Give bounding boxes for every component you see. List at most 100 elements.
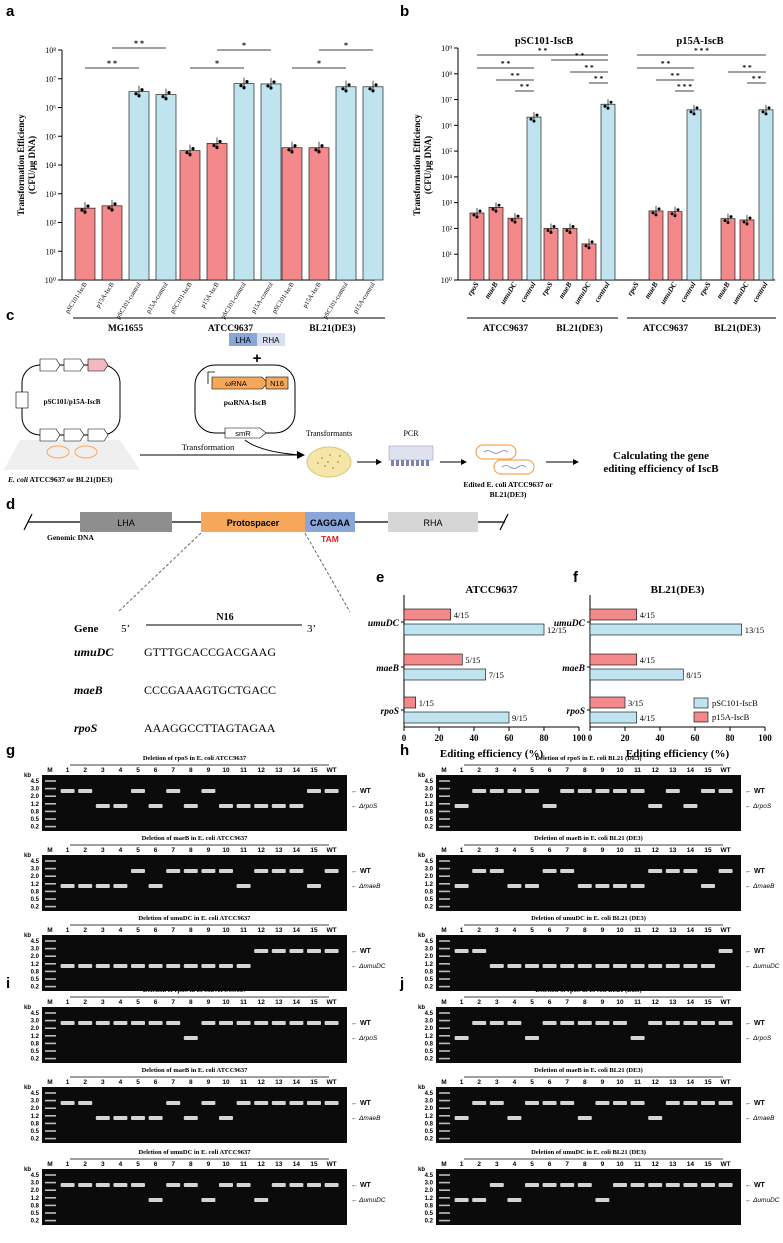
lane-label: 5 [530, 1161, 534, 1168]
chart-title: ATCC9637 [465, 584, 518, 596]
gel-band [718, 1101, 733, 1105]
gel-band [648, 1116, 663, 1120]
rha-box [388, 512, 478, 532]
data-point [212, 143, 216, 148]
y-axis-label: (CFU/μg DNA) [423, 136, 433, 194]
gel-band [489, 1021, 504, 1025]
y-tick-label: 10⁶ [441, 121, 452, 130]
bar [403, 608, 452, 621]
data-point [266, 84, 270, 88]
pwrna-iscb-label: pωRNA-IscB [224, 398, 267, 407]
y-axis-label: Transformation Efficiency [16, 114, 26, 216]
ladder-band [45, 1130, 56, 1132]
lane-label: 3 [101, 1161, 105, 1168]
lane-label: WT [327, 1079, 337, 1086]
data-point [293, 144, 297, 148]
data-point [472, 213, 476, 217]
lane-label: 11 [240, 1079, 247, 1086]
bar [562, 228, 578, 281]
ladder-band [45, 1035, 56, 1037]
gel-band [183, 1036, 198, 1040]
ladder-label: 2.0 [425, 1026, 434, 1032]
data-point [491, 207, 495, 211]
bar [739, 219, 755, 281]
lane-label: 3 [495, 847, 499, 854]
group-label: BL21(DE3) [309, 323, 355, 334]
bar-value-label: 12/15 [547, 625, 566, 635]
ladder-band [439, 1219, 450, 1222]
tam-sequence: CAGGAA [310, 518, 350, 528]
bar-label: maeB [557, 280, 574, 300]
gel-band [166, 1101, 181, 1105]
ladder-label: 1.2 [31, 802, 40, 808]
ladder-label: 2.0 [31, 794, 40, 800]
gel-band [131, 1116, 145, 1120]
group-label: BL21(DE3) [556, 323, 602, 334]
lane-label: 12 [258, 847, 266, 854]
lane-label: 12 [652, 1079, 660, 1086]
header-psc101: pSC101-IscB [515, 36, 573, 47]
ladder-band [439, 1027, 450, 1029]
wt-marker: ← WT [351, 948, 372, 955]
bar-label: p15A-control [352, 281, 377, 315]
lane-label: 6 [548, 1079, 552, 1086]
gel-band [60, 964, 75, 968]
gel-title: Deletion of rpoS in E. coli BL21 (DE3) [535, 755, 641, 762]
ladder-band [439, 803, 450, 805]
break-mark-icon [499, 513, 509, 531]
lane-label: 13 [669, 847, 677, 854]
wt-marker: ← WT [351, 1020, 372, 1027]
wt-marker: ← WT [351, 788, 372, 795]
ladder-band [439, 818, 450, 820]
deletion-marker: ← ΔmaeB [745, 883, 775, 890]
lane-label: 4 [513, 999, 517, 1006]
gel-band [183, 1183, 198, 1187]
gel-band [525, 1101, 539, 1105]
y-tick-label: 10⁴ [441, 173, 452, 182]
bar-label: umuDC [498, 279, 519, 305]
data-point [314, 148, 318, 152]
gel-band [271, 1183, 286, 1187]
lane-label: 3 [101, 1079, 105, 1086]
lane-label: 4 [119, 847, 123, 854]
lane-label: 12 [652, 767, 660, 774]
gel-band [183, 869, 198, 873]
gel-band [236, 1021, 251, 1025]
lane-label: 9 [601, 767, 605, 774]
data-point [764, 112, 768, 116]
gel-band [595, 1101, 610, 1105]
data-point [134, 92, 138, 96]
gel-band [489, 789, 504, 793]
bar-value-label: 4/15 [640, 713, 655, 723]
lane-label: 14 [687, 1161, 695, 1168]
ladder-band [45, 1174, 56, 1176]
ladder-band [439, 1035, 450, 1037]
ladder-band [45, 970, 56, 973]
panel-label-a: a [6, 3, 15, 20]
data-point [83, 210, 87, 214]
legend-swatch-psc101 [693, 697, 709, 709]
gel-band [307, 789, 321, 793]
x-tick-label: 0 [588, 733, 593, 743]
wrna-label: ωRNA [225, 379, 247, 388]
gel-band [648, 869, 663, 873]
gel-band [613, 1183, 627, 1187]
ladder-band [439, 1042, 450, 1045]
lane-label: 1 [66, 999, 70, 1006]
data-point [497, 203, 501, 207]
deletion-marker: ← ΔrpoS [351, 1035, 378, 1042]
category-label: rpoS [381, 707, 399, 717]
ladder-label: 0.5 [31, 897, 40, 903]
ladder-label: 3.0 [425, 1099, 434, 1105]
data-point [535, 113, 539, 117]
gel-band [472, 1021, 487, 1025]
gel-title: Deletion of umuDC in E. coli BL21 (DE3) [531, 915, 646, 922]
x-tick-label: 80 [726, 733, 736, 743]
gel-band [542, 869, 557, 873]
gel-band [166, 789, 181, 793]
lane-label: 3 [101, 767, 105, 774]
gel-band [219, 1116, 233, 1120]
lane-label: M [47, 767, 52, 774]
lane-label: 4 [119, 927, 123, 934]
